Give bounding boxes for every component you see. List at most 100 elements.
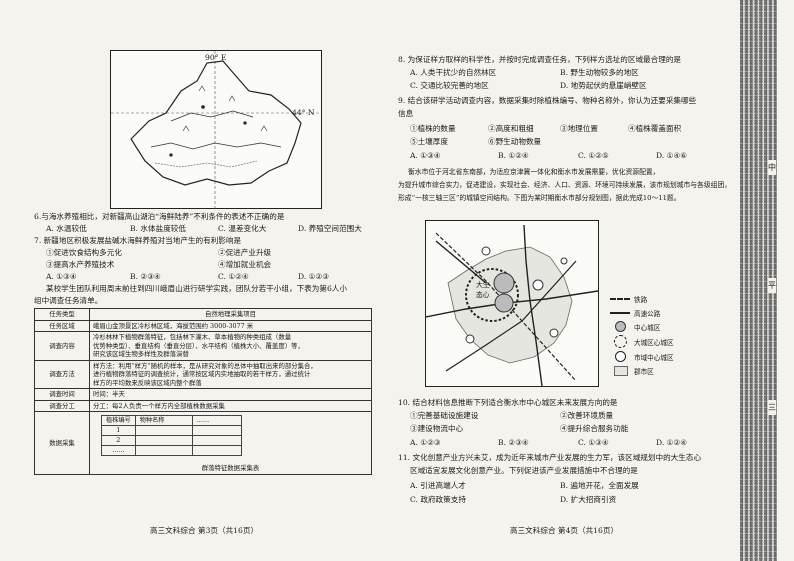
legend-center-district: 中心城区 — [634, 324, 661, 332]
question-8: 8. 为保证样方取样的科学性，并按时完成调查任务，下列样方选址的区域最合理的是 — [398, 55, 682, 64]
table-row: 数据采集 植株编号 物种名称 …… 1 2 …… — [34, 411, 372, 475]
inner-header-cell: 植株编号 — [101, 415, 136, 426]
table-cell: 样方法：利用“样方”随机的样本，是从研究对象的总体中抽取出来的部分集合， 进行植… — [89, 359, 372, 389]
question-10: 10. 结合材料信息推断下列适合衡水市中心城区未来发展方向的是 — [398, 398, 618, 407]
xinjiang-map-drawing — [111, 51, 321, 208]
question-11: 11. 文化创意产业方兴未艾，成为近年来城市产业发展的生力军，该区域规划中的大生… — [398, 453, 702, 462]
table-cell: 调查时间 — [34, 388, 90, 401]
table-cell: 时间：半天 — [89, 388, 372, 401]
inner-header-cell: …… — [191, 415, 242, 426]
q8-option-c: C. 交通比较完善的地区 — [410, 81, 489, 90]
left-page-footer: 高三文科综合 第3页（共16页） — [150, 526, 259, 535]
map-latitude-label: 44° N — [292, 108, 315, 117]
q6-option-b: B. 水体盐度较低 — [130, 224, 186, 233]
binding-margin-label-2: 平 — [768, 278, 776, 293]
legend-railway: 铁路 — [634, 296, 648, 304]
q10-item-1: ①完善基础设施建设 — [410, 411, 479, 420]
q9-item-4: ④植株覆盖面积 — [628, 124, 682, 133]
inner-table-caption: 群落特征数据采集表 — [201, 464, 260, 472]
table-row: 任务区域 峨眉山金顶景区冷杉林区域，海拔范围约 3000-3077 米 — [34, 319, 372, 332]
q7-option-b: B. ②③④ — [130, 272, 161, 281]
q7-option-c: C. ①②④ — [218, 272, 249, 281]
binding-margin-pattern: ▓░▓░▓░▓░▓░▓░▓░▓ ▓░▓░▓░▓░▓░▓░▓░▓ ▓░▓░▓░▓░… — [740, 0, 777, 561]
q6-option-d: D. 养殖空间范围大 — [298, 224, 362, 233]
q9-item-5: ⑤土壤厚度 — [410, 137, 448, 146]
q8-option-a: A. 人类干扰少的自然林区 — [410, 68, 497, 77]
table-row: 调查方法 样方法：利用“样方”随机的样本，是从研究对象的总体中抽取出来的部分集合… — [34, 359, 372, 389]
passage-intro-line-1: 某校学生团队利用周末前往到四川峨眉山进行研学实践，团队分若干小组，下表为第6人小 — [46, 284, 347, 293]
inner-row-cell: 1 — [101, 425, 136, 436]
q9-option-b: B. ①②④ — [498, 151, 529, 160]
inner-row-cell: 2 — [101, 435, 136, 446]
right-page-footer: 高三文科综合 第4页（共16页） — [510, 526, 619, 535]
question-9-cont: 信息 — [398, 109, 414, 118]
q9-option-c: C. ①②⑤ — [578, 151, 609, 160]
q10-item-3: ③建设物流中心 — [410, 424, 464, 433]
question-7: 7. 新疆地区积极发展盐碱水海鲜养殖对当地产生的有利影响是 — [34, 236, 242, 245]
inner-row-cell — [134, 435, 193, 446]
q7-item-1: ①促进饮食结构多元化 — [46, 248, 122, 257]
q10-item-4: ④提升综合服务功能 — [560, 424, 629, 433]
q8-option-b: B. 野生动物较多的地区 — [560, 68, 639, 77]
q7-item-3: ③提高水产养殖技术 — [46, 260, 115, 269]
q7-item-2: ②促进产业升级 — [218, 248, 272, 257]
table-cell: 任务区域 — [34, 319, 90, 332]
legend-city-center: 市域中心城区 — [634, 354, 674, 362]
question-9: 9. 结合该研学活动调查内容，数据采集时除植株编号、物种名称外，你认为还要采集哪… — [398, 96, 697, 105]
hengshui-plan-drawing — [425, 224, 599, 387]
q9-option-d: D. ①④⑥ — [656, 151, 688, 160]
table-row: 调查内容 冷杉林林下植物群落特征，包括林下灌木、草本植物的种类组成（数量 优势种… — [34, 331, 372, 361]
legend-county: 郡市区 — [634, 368, 654, 376]
q7-option-a: A. ①③④ — [46, 272, 77, 281]
q10-option-a: A. ①②③ — [410, 438, 441, 447]
map-label-core-1: 大生 — [476, 281, 490, 289]
table-row: 任务类型 自然地理采集项目 — [34, 308, 372, 321]
q10-option-c: C. ①③④ — [578, 438, 609, 447]
question-11-cont: 区域适宜发展文化创意产业。下列促进该产业发展措施中不合理的是 — [410, 466, 638, 475]
cell-line: 研究该区域生物多样性及群落演替 — [93, 350, 189, 358]
map-longitude-label: 90° E — [205, 53, 227, 62]
q9-item-6: ⑥野生动物数量 — [488, 137, 542, 146]
cell-line: 优势种类型）、垂直结构（垂直分层）、水平结构（植株大小、覆盖度）等， — [93, 341, 304, 350]
q7-item-4: ④增加就业机会 — [218, 260, 272, 269]
cell-line: 进行植物群落特征的调查统计，通常按区域内实地抽取的若干样方，通过统计 — [93, 370, 311, 378]
legend-large-district: 大城区心城区 — [634, 339, 674, 347]
large-district-legend-icon — [614, 335, 627, 348]
q9-item-1: ①植株的数量 — [410, 124, 456, 133]
map-label-core-2: 态心 — [476, 291, 490, 299]
table-cell: 任务类型 — [34, 308, 90, 321]
inner-row-cell — [134, 425, 193, 436]
legend-highway: 高速公路 — [634, 310, 661, 318]
binding-margin-label-1: 中 — [768, 160, 776, 175]
table-cell: 调查内容 — [34, 331, 90, 361]
cell-line: 冷杉林林下植物群落特征，包括林下灌木、草本植物的种类组成（数量 — [93, 333, 292, 341]
q10-item-2: ②改善环境质量 — [560, 411, 614, 420]
highway-legend-icon — [610, 312, 630, 314]
inner-row-cell — [191, 435, 242, 446]
table-cell: 峨眉山金顶景区冷杉林区域，海拔范围约 3000-3077 米 — [89, 319, 372, 332]
q10-option-d: D. ①②④ — [656, 438, 688, 447]
county-legend-icon — [614, 366, 628, 376]
binding-margin-label-3: 三 — [768, 400, 776, 415]
q11-option-b: B. 遍地开花，全面发展 — [560, 481, 639, 490]
passage-line-2: 为提升城市综合实力，促进建设，实现社会、经济、人口、资源、环境可持续发展，该市规… — [398, 181, 728, 189]
xinjiang-map — [110, 50, 322, 209]
q7-option-d: D. ①②③ — [298, 272, 330, 281]
railway-legend-icon — [610, 298, 630, 300]
city-center-legend-icon — [615, 351, 626, 362]
table-row: 调查分工 分工：每2人负责一个样方内全部植株数据采集 — [34, 399, 372, 412]
data-collection-table: 植株编号 物种名称 …… 1 2 …… — [101, 415, 242, 456]
cell-line: 样方法：利用“样方”随机的样本，是从研究对象的总体中抽取出来的部分集合， — [93, 361, 317, 370]
survey-task-table: 任务类型 自然地理采集项目 任务区域 峨眉山金顶景区冷杉林区域，海拔范围约 30… — [34, 308, 372, 475]
inner-row-cell: …… — [101, 445, 136, 456]
q11-option-d: D. 扩大招商引资 — [560, 495, 617, 504]
q8-option-d: D. 地势起伏的悬崖峭壁区 — [560, 81, 647, 90]
q9-option-a: A. ①③④ — [410, 151, 441, 160]
table-cell: 自然地理采集项目 — [89, 308, 372, 321]
q6-option-a: A. 水温较低 — [46, 224, 87, 233]
q6-option-c: C. 温差变化大 — [218, 224, 267, 233]
table-cell: 调查方法 — [34, 359, 90, 389]
table-cell: 植株编号 物种名称 …… 1 2 …… 群落特征数据采集表 — [89, 411, 372, 475]
inner-row-cell — [134, 445, 193, 456]
table-row: 调查时间 时间：半天 — [34, 388, 372, 401]
